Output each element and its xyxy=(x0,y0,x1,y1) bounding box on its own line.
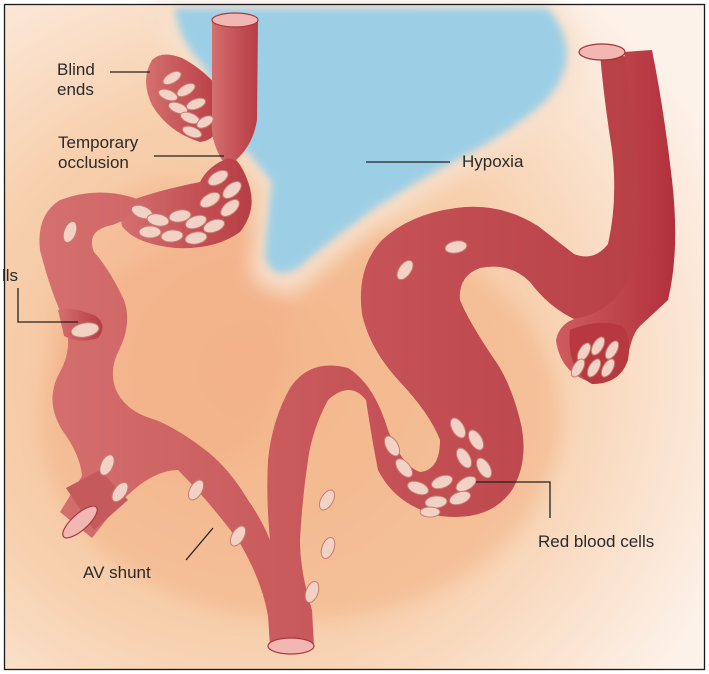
label-hypoxia: Hypoxia xyxy=(462,152,523,172)
top-trunk-opening xyxy=(212,13,258,27)
label-cut-off: lls xyxy=(2,266,18,286)
bottom-opening xyxy=(268,638,314,654)
label-blind-ends: Blind ends xyxy=(57,60,127,100)
label-red-blood-cells: Red blood cells xyxy=(538,532,654,552)
label-av-shunt: AV shunt xyxy=(83,563,151,583)
label-temporary-occlusion: Temporary occlusion xyxy=(58,133,168,173)
right-vessel-opening xyxy=(579,44,625,60)
top-trunk-vessel xyxy=(212,20,258,160)
